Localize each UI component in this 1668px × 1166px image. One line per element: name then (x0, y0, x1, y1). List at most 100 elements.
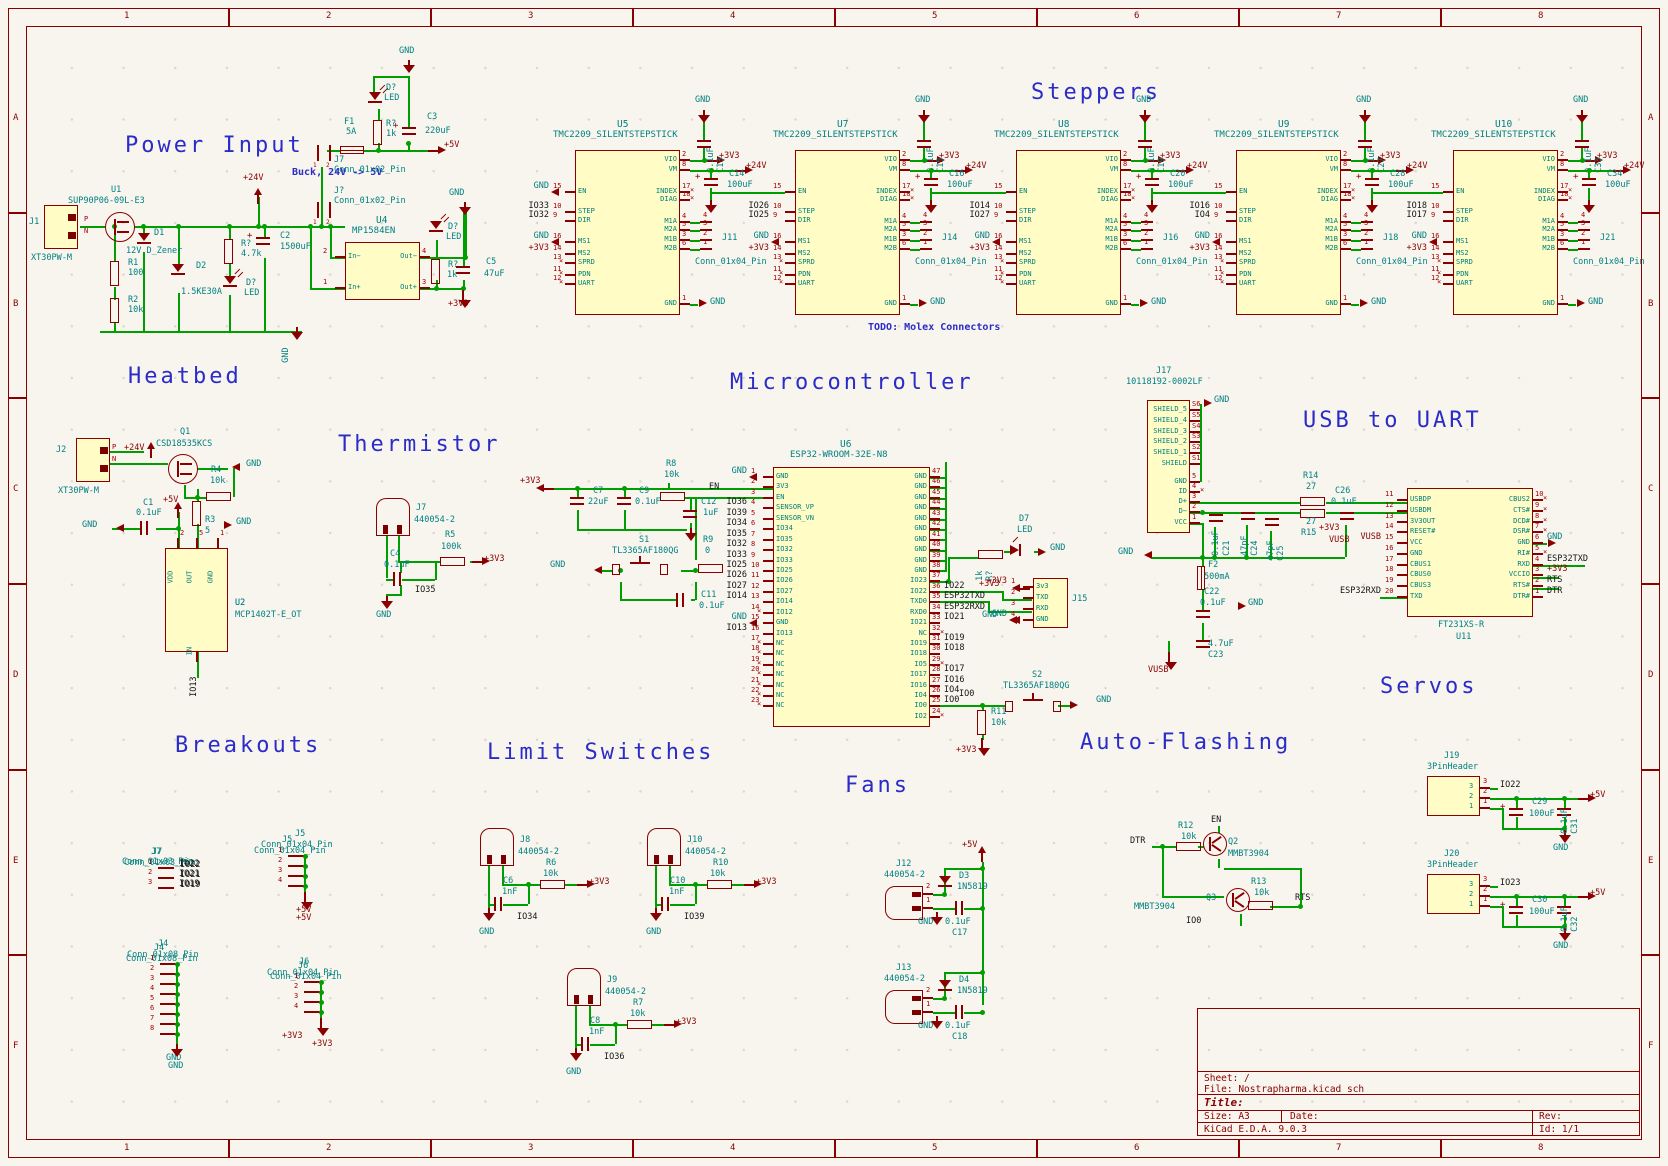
resistor-glyph[interactable] (698, 564, 723, 573)
capacitor-glyph[interactable] (1209, 520, 1223, 523)
connector-xt30[interactable] (76, 438, 110, 482)
component-U6[interactable] (773, 467, 930, 727)
capacitor-glyph[interactable] (1340, 518, 1354, 521)
component-U7[interactable] (795, 150, 900, 315)
capacitor-glyph[interactable] (704, 184, 718, 187)
capacitor-glyph[interactable] (1365, 178, 1379, 181)
capacitor-glyph[interactable] (494, 897, 497, 911)
capacitor-glyph[interactable] (1557, 814, 1571, 817)
connector-440054[interactable] (647, 828, 681, 866)
capacitor-glyph[interactable] (587, 1037, 590, 1051)
resistor-glyph[interactable] (977, 710, 986, 735)
capacitor-glyph[interactable] (1265, 524, 1279, 527)
capacitor-glyph[interactable] (500, 897, 503, 911)
capacitor-glyph[interactable] (1145, 178, 1159, 181)
connector-440054[interactable] (885, 886, 923, 920)
capacitor-glyph[interactable] (661, 897, 664, 911)
component-U4[interactable] (345, 242, 420, 300)
capacitor-glyph[interactable] (399, 572, 402, 586)
transistor-glyph[interactable] (1203, 832, 1227, 856)
led-glyph[interactable] (1010, 545, 1019, 555)
component-U5[interactable] (575, 150, 680, 315)
capacitor-glyph[interactable] (704, 178, 718, 181)
capacitor-glyph[interactable] (683, 516, 697, 519)
switch-pad[interactable] (1005, 701, 1013, 712)
connector-440054[interactable] (885, 990, 923, 1024)
capacitor-glyph[interactable] (1575, 146, 1589, 149)
component-J20[interactable] (1427, 874, 1480, 914)
capacitor-glyph[interactable] (1557, 906, 1571, 909)
capacitor-glyph[interactable] (1145, 184, 1159, 187)
capacitor-glyph[interactable] (1575, 140, 1589, 143)
capacitor-glyph[interactable] (1138, 146, 1152, 149)
capacitor-glyph[interactable] (456, 266, 470, 269)
capacitor-glyph[interactable] (1557, 912, 1571, 915)
component-U11[interactable] (1407, 488, 1533, 617)
capacitor-glyph[interactable] (456, 272, 470, 275)
capacitor-glyph[interactable] (924, 184, 938, 187)
capacitor-glyph[interactable] (955, 901, 958, 915)
capacitor-glyph[interactable] (961, 901, 964, 915)
capacitor-glyph[interactable] (1509, 906, 1523, 909)
capacitor-glyph[interactable] (1138, 140, 1152, 143)
capacitor-glyph[interactable] (581, 1037, 584, 1051)
capacitor-glyph[interactable] (697, 140, 711, 143)
switch-pad[interactable] (660, 564, 668, 575)
capacitor-glyph[interactable] (1582, 178, 1596, 181)
capacitor-glyph[interactable] (393, 572, 396, 586)
capacitor-glyph[interactable] (1557, 808, 1571, 811)
connector-xt30[interactable] (44, 205, 78, 249)
resistor-glyph[interactable] (110, 261, 119, 286)
capacitor-glyph[interactable] (1582, 184, 1596, 187)
component-U8[interactable] (1016, 150, 1121, 315)
capacitor-glyph[interactable] (667, 897, 670, 911)
transistor-glyph[interactable] (1226, 888, 1250, 912)
resistor-glyph[interactable] (1300, 497, 1325, 506)
capacitor-glyph[interactable] (1358, 140, 1372, 143)
resistor-glyph[interactable] (1300, 509, 1325, 518)
resistor-glyph[interactable] (206, 492, 231, 501)
fuse-glyph[interactable] (1197, 566, 1205, 590)
capacitor-glyph[interactable] (1196, 610, 1210, 613)
capacitor-glyph[interactable] (1196, 616, 1210, 619)
resistor-glyph[interactable] (224, 239, 233, 264)
capacitor-glyph[interactable] (1241, 518, 1255, 521)
capacitor-glyph[interactable] (682, 593, 685, 607)
capacitor-glyph[interactable] (1265, 518, 1279, 521)
resistor-glyph[interactable] (627, 1020, 652, 1029)
capacitor-glyph[interactable] (1196, 640, 1210, 643)
capacitor-glyph[interactable] (1509, 814, 1523, 817)
switch-pad[interactable] (612, 564, 620, 575)
capacitor-glyph[interactable] (256, 243, 270, 246)
capacitor-glyph[interactable] (617, 497, 631, 500)
component-U2[interactable] (165, 548, 228, 652)
mosfet-glyph[interactable] (105, 212, 135, 242)
capacitor-glyph[interactable] (924, 178, 938, 181)
switch-pad[interactable] (1053, 701, 1061, 712)
component-J19[interactable] (1427, 776, 1480, 816)
resistor-glyph[interactable] (110, 298, 119, 323)
capacitor-glyph[interactable] (697, 146, 711, 149)
capacitor-glyph[interactable] (1365, 184, 1379, 187)
capacitor-glyph[interactable] (140, 521, 143, 535)
connector-440054[interactable] (480, 828, 514, 866)
capacitor-glyph[interactable] (961, 1005, 964, 1019)
component-J15[interactable] (1033, 578, 1068, 628)
capacitor-glyph[interactable] (1241, 512, 1255, 515)
resistor-glyph[interactable] (440, 557, 465, 566)
capacitor-glyph[interactable] (955, 1005, 958, 1019)
resistor-glyph[interactable] (192, 501, 201, 526)
capacitor-glyph[interactable] (917, 140, 931, 143)
component-U10[interactable] (1453, 150, 1558, 315)
capacitor-glyph[interactable] (676, 593, 679, 607)
capacitor-glyph[interactable] (1196, 646, 1210, 649)
resistor-glyph[interactable] (978, 550, 1003, 559)
resistor-glyph[interactable] (660, 492, 685, 501)
capacitor-glyph[interactable] (1209, 514, 1223, 517)
capacitor-glyph[interactable] (617, 503, 631, 506)
capacitor-glyph[interactable] (1509, 912, 1523, 915)
resistor-glyph[interactable] (540, 880, 565, 889)
connector-440054[interactable] (567, 968, 601, 1006)
capacitor-glyph[interactable] (256, 237, 270, 240)
resistor-glyph[interactable] (707, 880, 732, 889)
